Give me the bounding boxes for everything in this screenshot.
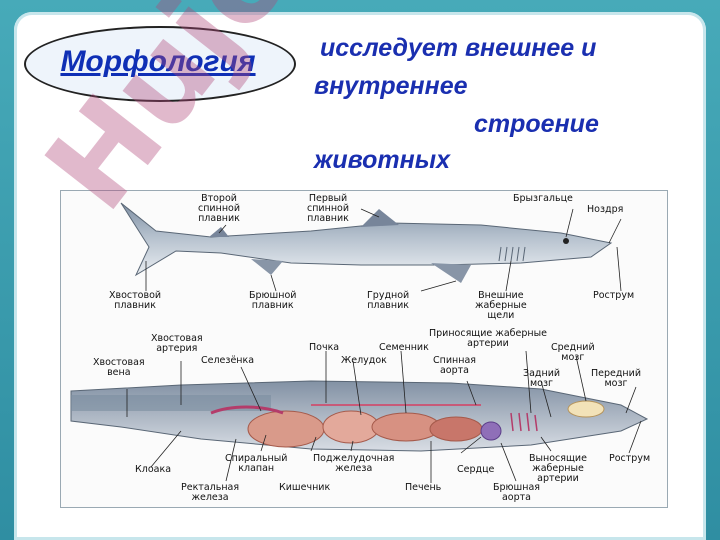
description-line-3: строение: [474, 110, 599, 138]
label-pancreas: Поджелудочная железа: [313, 453, 395, 474]
label-forebrain: Передний мозг: [591, 368, 641, 389]
label-pectoral-fin: Грудной плавник: [367, 290, 410, 311]
leader-lines: [126, 208, 642, 483]
label-ventral-aorta: Брюшная аорта: [493, 482, 540, 503]
label-afferent-arteries: Приносящие жаберные артерии: [429, 328, 547, 349]
shark-diagram: Второй спинной плавник Первый спинной пл…: [60, 190, 668, 508]
label-kidney: Почка: [309, 342, 340, 353]
label-liver: Печень: [405, 482, 442, 493]
label-spiral-valve: Спиральный клапан: [225, 453, 288, 474]
label-second-dorsal-fin: Второй спинной плавник: [198, 193, 241, 224]
label-pelvic-fin: Брюшной плавник: [249, 290, 297, 311]
label-cloaca: Клоака: [135, 464, 172, 475]
shark-illustration: [70, 202, 649, 483]
label-intestine: Кишечник: [279, 482, 331, 493]
internal-anatomy: [70, 380, 649, 452]
label-rostrum-external: Рострум: [593, 290, 635, 301]
label-caudal-artery: Хвостовая артерия: [151, 333, 203, 354]
label-heart: Сердце: [457, 464, 495, 475]
label-nostril: Ноздря: [587, 204, 624, 215]
label-spiracle: Брызгальце: [513, 193, 573, 204]
description-line-2: внутреннее: [314, 72, 468, 100]
label-midbrain: Средний мозг: [551, 342, 595, 363]
external-shark: [120, 202, 613, 283]
label-rectal-gland: Ректальная железа: [181, 482, 240, 503]
label-spleen: Селезёнка: [201, 355, 255, 366]
description-line-1: исследует внешнее и: [320, 34, 597, 62]
label-caudal-fin: Хвостовой плавник: [109, 290, 162, 311]
label-caudal-vein: Хвостовая вена: [93, 357, 145, 378]
label-dorsal-aorta: Спинная аорта: [433, 355, 476, 376]
label-hindbrain: Задний мозг: [523, 368, 561, 389]
slide-title: Морфология: [60, 45, 256, 78]
label-gill-slits: Внешние жаберные щели: [475, 290, 527, 321]
label-efferent-arteries: Выносящие жаберные артерии: [529, 453, 587, 484]
title-oval: [24, 26, 296, 102]
label-rostrum-internal: Рострум: [609, 453, 651, 464]
description-line-4: животных: [314, 146, 451, 174]
label-testis: Семенник: [379, 342, 429, 353]
label-stomach: Желудок: [341, 355, 387, 366]
label-first-dorsal-fin: Первый спинной плавник: [307, 193, 350, 224]
